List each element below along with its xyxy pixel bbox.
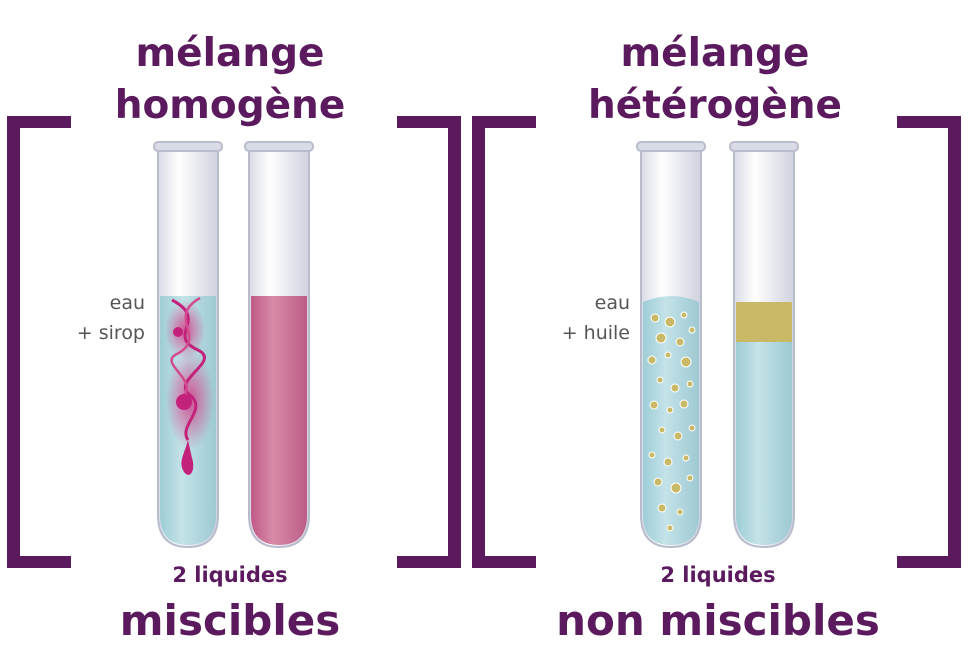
left-title: mélange homogène bbox=[80, 28, 380, 132]
right-title-line2: hétérogène bbox=[588, 83, 842, 128]
right-label-line2: + huile bbox=[561, 322, 630, 344]
left-label-line2: + sirop bbox=[76, 322, 145, 344]
right-caption-small: 2 liquides bbox=[660, 563, 776, 587]
test-tube-homogeneous bbox=[244, 141, 314, 549]
left-bracket bbox=[7, 116, 461, 568]
oil-droplets bbox=[647, 311, 696, 532]
test-tube-emulsion bbox=[636, 141, 706, 549]
right-label-line1: eau bbox=[594, 292, 630, 314]
right-bracket bbox=[472, 116, 961, 568]
right-title: mélange hétérogène bbox=[560, 28, 870, 132]
right-title-line1: mélange bbox=[620, 31, 810, 76]
syrup-swirl bbox=[165, 296, 214, 475]
right-tube-label: eau + huile bbox=[520, 288, 630, 348]
test-tube-separated bbox=[729, 141, 799, 549]
left-tube-label: eau + sirop bbox=[40, 288, 145, 348]
left-title-line1: mélange bbox=[135, 31, 325, 76]
left-caption-small: 2 liquides bbox=[172, 563, 288, 587]
water-layer bbox=[736, 342, 792, 545]
left-title-line2: homogène bbox=[114, 83, 346, 128]
right-caption-big: non miscibles bbox=[556, 596, 880, 645]
left-label-line1: eau bbox=[109, 292, 145, 314]
test-tube-mixing bbox=[153, 141, 223, 549]
oil-layer bbox=[736, 302, 792, 342]
left-caption-big: miscibles bbox=[119, 596, 341, 645]
